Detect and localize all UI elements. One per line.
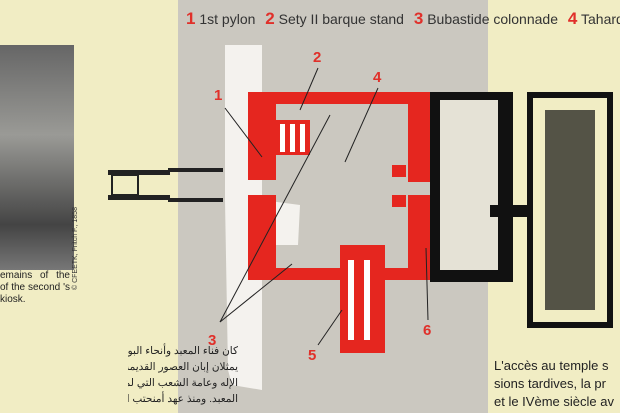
legend-label: Taharq xyxy=(581,11,620,27)
text-line: L'accès au temple s xyxy=(494,358,609,373)
marker-5: 5 xyxy=(308,347,316,364)
text-line: المعبد. ومنذ عهد أمنحتب الثالث، ك xyxy=(128,393,238,405)
historic-photo xyxy=(0,45,74,270)
arabic-text: كان فناء المعبد وأنحاء البوابة ال يمثلان… xyxy=(128,343,238,407)
french-text: L'accès au temple s sions tardives, la p… xyxy=(494,357,614,411)
marker-6: 6 xyxy=(423,322,431,339)
legend-num: 1 xyxy=(186,9,196,28)
text-line: sions tardives, la pr xyxy=(494,376,606,391)
legend-label: 1st pylon xyxy=(199,11,256,27)
text-line: الإله وعامة الشعب التي لم يكن مُصر xyxy=(128,377,238,389)
legend: 1 1st pylon 2 Sety II barque stand 3 Bub… xyxy=(180,9,620,29)
leader-lines xyxy=(219,67,429,346)
sphinx-avenue xyxy=(108,168,223,202)
legend-label: Bubastide colonnade xyxy=(427,11,558,27)
text-line: كان فناء المعبد وأنحاء البوابة ال xyxy=(128,345,238,357)
text-line: et le IVème siècle av xyxy=(494,394,614,409)
band xyxy=(262,45,300,90)
marker-3: 3 xyxy=(208,332,216,349)
legend-label: Sety II barque stand xyxy=(278,11,404,27)
text-line: يمثلان إبان العصور القديمة موضعاً xyxy=(128,361,238,373)
legend-num: 3 xyxy=(413,9,424,28)
columns xyxy=(280,124,370,340)
legend-num: 2 xyxy=(265,9,275,28)
marker-1: 1 xyxy=(214,87,222,104)
marker-4: 4 xyxy=(373,69,382,86)
marker-2: 2 xyxy=(313,49,321,66)
photo-caption: emains of the of the second 's kiosk. xyxy=(0,270,70,305)
legend-num: 4 xyxy=(567,9,578,28)
hypostyle-hall xyxy=(430,92,613,328)
red-features xyxy=(248,92,438,353)
